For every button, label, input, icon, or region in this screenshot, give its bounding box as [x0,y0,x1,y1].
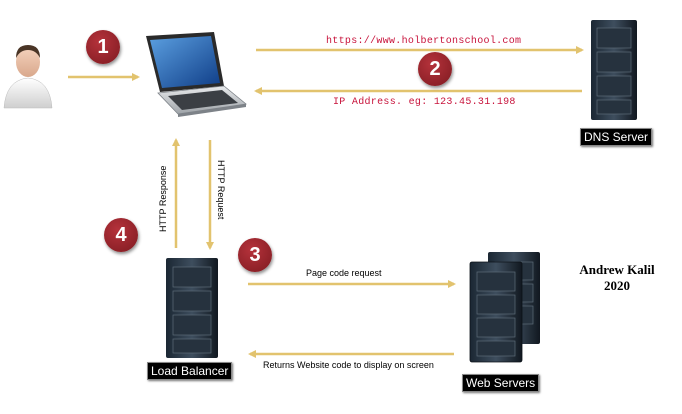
server-icon [469,252,540,363]
ip-address-label: IP Address. eg: 123.45.31.198 [333,97,516,108]
url-label: https://www.holbertonschool.com [326,36,522,47]
http-response-label: HTTP Response [158,165,168,232]
author-year: 2020 [604,278,630,293]
user-icon [3,45,53,109]
web-servers-label: Web Servers [462,374,540,392]
page-request-label: Page code request [306,268,382,278]
step-badge-3: 3 [238,238,272,272]
http-request-label: HTTP Request [216,160,226,220]
server-icon [166,258,218,358]
dns-server-label: DNS Server [580,128,653,146]
load-balancer-label: Load Balancer [147,362,233,380]
returns-label: Returns Website code to display on scree… [263,360,434,370]
author-credit: Andrew Kalil 2020 [572,262,662,294]
step-badge-2: 2 [418,52,452,86]
laptop-icon [146,32,247,117]
step-badge-1: 1 [86,30,120,64]
author-name: Andrew Kalil [579,262,655,277]
step-badge-4: 4 [104,218,138,252]
server-icon [591,20,637,120]
